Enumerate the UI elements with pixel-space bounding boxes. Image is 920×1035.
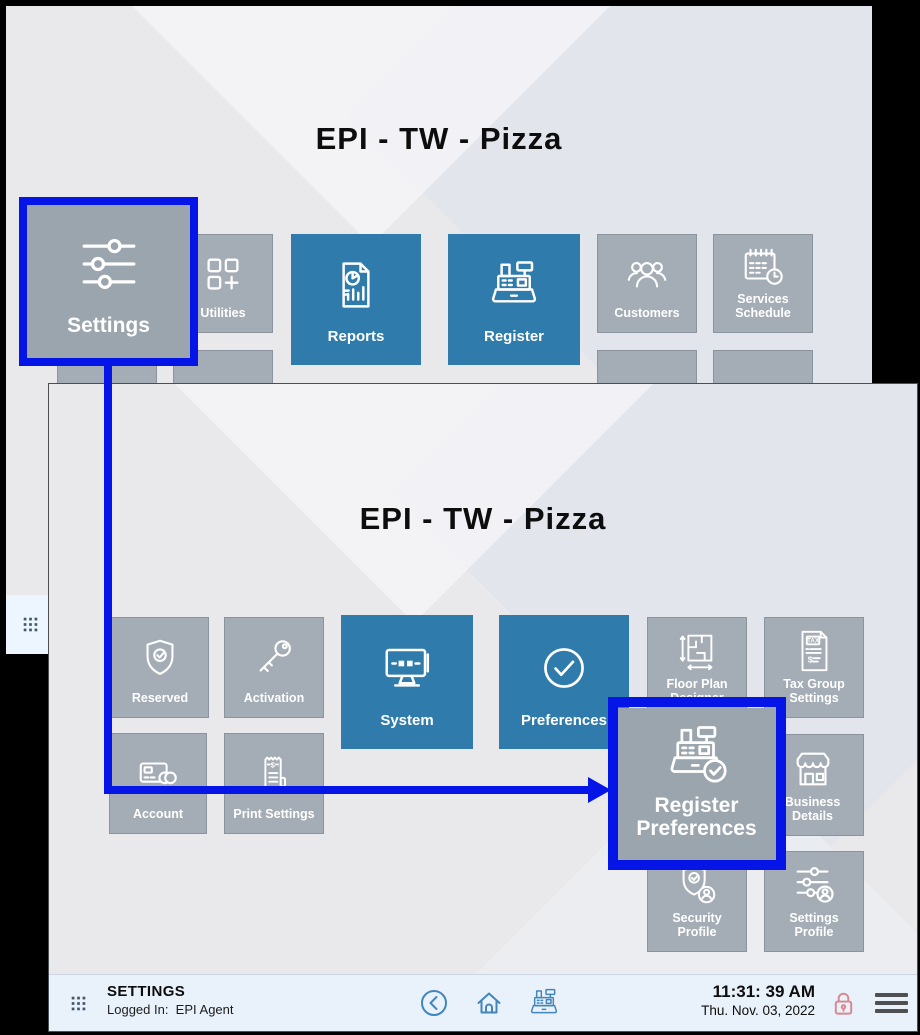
credit-card-icon <box>135 734 181 807</box>
hamburger-menu-button[interactable] <box>875 993 908 1018</box>
floor-plan-icon <box>674 618 720 677</box>
logged-in-label: Logged In: EPI Agent <box>107 1002 234 1017</box>
apps-grid-icon[interactable] <box>21 615 40 634</box>
tile-preferences[interactable]: Preferences <box>499 615 629 749</box>
tile-services-schedule[interactable]: Services Schedule <box>713 234 813 333</box>
tile-label: Security Profile <box>672 910 722 940</box>
tax-document-icon <box>791 618 837 677</box>
tile-label: Account <box>133 807 183 822</box>
register-nav-button[interactable] <box>528 987 560 1024</box>
tile-label: Print Settings <box>233 807 315 822</box>
calendar-clock-icon <box>740 235 786 292</box>
arrow-line-horizontal <box>104 786 590 794</box>
page-title: EPI - TW - Pizza <box>315 120 563 156</box>
tile-label: Preferences <box>521 712 607 730</box>
report-chart-icon <box>329 234 383 328</box>
tile-activation[interactable]: Activation <box>224 617 324 718</box>
key-icon <box>251 618 297 691</box>
register-preferences-highlight-box <box>608 697 786 870</box>
lock-icon[interactable] <box>830 990 857 1022</box>
settings-highlight-box <box>19 197 198 366</box>
settings-bottom-bar: SETTINGS Logged In: EPI Agent 11:31: 39 … <box>49 974 917 1031</box>
arrow-line-vertical <box>104 360 112 790</box>
shield-check-icon <box>137 618 183 691</box>
tile-account[interactable]: Account <box>109 733 207 834</box>
people-icon <box>624 235 670 306</box>
current-section-label: SETTINGS <box>107 983 186 1000</box>
apps-grid-icon[interactable] <box>69 994 88 1013</box>
tile-system[interactable]: System <box>341 615 473 749</box>
current-date: Thu. Nov. 03, 2022 <box>701 1003 815 1018</box>
tile-label: Services Schedule <box>735 291 791 321</box>
tile-label: Customers <box>614 306 680 321</box>
circle-check-icon <box>537 615 591 712</box>
grid-plus-icon <box>200 235 246 306</box>
page-title: EPI - TW - Pizza <box>359 500 607 536</box>
tile-label: Register <box>483 328 545 346</box>
tile-customers[interactable]: Customers <box>597 234 697 333</box>
tile-register[interactable]: Register <box>448 234 580 365</box>
tile-label: Business Details <box>784 794 841 824</box>
clock-block: 11:31: 39 AM Thu. Nov. 03, 2022 <box>701 982 815 1018</box>
monitor-icon <box>380 615 434 712</box>
tile-label: Tax Group Settings <box>783 676 845 706</box>
tile-reports[interactable]: Reports <box>291 234 421 365</box>
sliders-person-icon <box>791 852 837 911</box>
bar-text-block: SETTINGS Logged In: EPI Agent <box>107 983 234 1017</box>
current-time: 11:31: 39 AM <box>712 982 815 1001</box>
tile-label: Reserved <box>131 691 189 706</box>
back-button[interactable] <box>420 989 448 1022</box>
tile-print-settings[interactable]: Print Settings <box>224 733 324 834</box>
tile-reserved[interactable]: Reserved <box>111 617 209 718</box>
tile-label: System <box>380 712 434 730</box>
tile-label: Reports <box>327 328 385 346</box>
home-button[interactable] <box>475 989 503 1022</box>
tile-label: Utilities <box>200 306 246 321</box>
tile-label: Settings <box>67 314 150 338</box>
tile-label: Settings Profile <box>789 910 839 940</box>
storefront-icon <box>790 735 836 795</box>
tile-label: Activation <box>243 691 305 706</box>
receipt-icon <box>251 734 297 807</box>
cash-register-icon <box>487 234 541 328</box>
settings-screen: EPI - TW - Pizza Reserved Activation Sys… <box>48 383 918 1032</box>
